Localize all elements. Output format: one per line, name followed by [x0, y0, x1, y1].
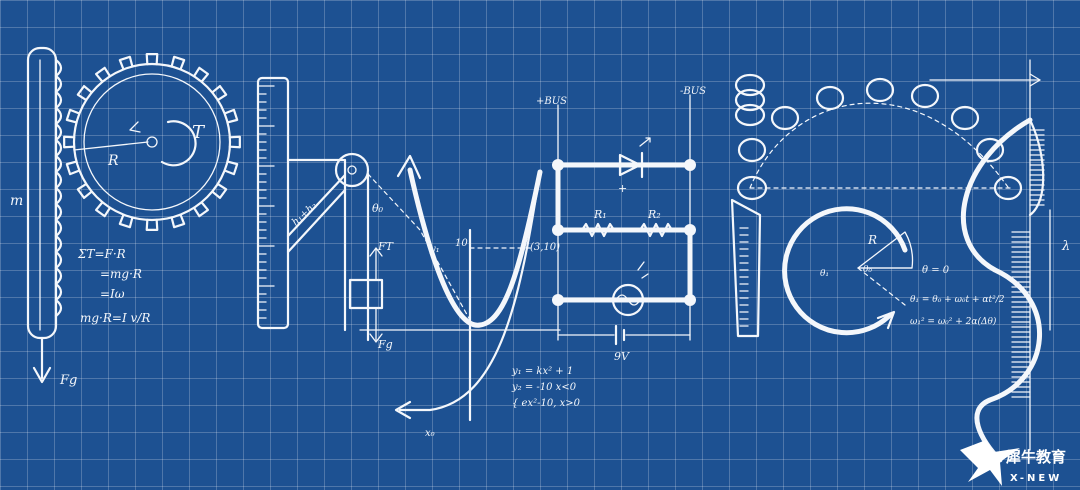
- gear-tooth: [76, 182, 93, 200]
- gear-tooth: [211, 84, 228, 102]
- gear-tooth: [65, 160, 81, 176]
- gear-tooth: [118, 55, 134, 71]
- resistor-2-label: R₂: [647, 208, 661, 221]
- piecewise-line: y₁ = kx² + 1: [511, 366, 573, 377]
- gear-tooth: [94, 201, 112, 218]
- point-label: (3,10): [530, 242, 560, 253]
- gear-tooth: [94, 66, 112, 83]
- gear-radius-label: R: [107, 153, 119, 169]
- pulley-weight-label: Fg: [377, 338, 393, 351]
- gear-tooth: [145, 218, 159, 231]
- gear-tooth: [65, 108, 81, 124]
- bus-plus-label: +BUS: [536, 96, 567, 107]
- parabola-graph: 10 (3,10) y₁ x₀ y₁ = kx² + 1 y₂ = -10 x<…: [359, 154, 581, 439]
- rotation-radius-label: R: [867, 233, 877, 247]
- gear-tooth: [192, 201, 210, 218]
- equation-line: ΣT=F·R: [77, 247, 126, 261]
- gear-tooth: [118, 213, 134, 229]
- equation-line: =Iω: [100, 287, 125, 301]
- gear-tooth: [192, 66, 210, 83]
- gear-tooth: [170, 55, 186, 71]
- theta-zero-label: θ = 0: [922, 265, 950, 276]
- torque-equations: ΣT=F·R =mg·R =Iω mg·R=I v/R: [77, 247, 150, 325]
- brand-name-cn: 犀牛教育: [1005, 448, 1066, 466]
- bus-minus-label: -BUS: [680, 86, 706, 97]
- angular-equation-1: θ₁ = θ₀ + ω₀t + αt²/2: [910, 295, 1005, 305]
- gear-tooth: [63, 135, 76, 149]
- ruler-h: h₁+h₂: [256, 76, 347, 332]
- rack-bar: m Fg: [10, 46, 77, 388]
- resistor-1-label: R₁: [593, 208, 607, 221]
- gear-tooth: [145, 53, 159, 66]
- theta1-label: θ₁: [820, 269, 829, 279]
- battery-label: 9V: [614, 350, 630, 363]
- gear: R T: [63, 53, 241, 231]
- brand-name-en: X-NEW: [1010, 473, 1062, 484]
- sine-wave: λ: [960, 59, 1070, 463]
- x-label: x₀: [425, 428, 435, 439]
- piecewise-line: y₂ = -10 x<0: [511, 382, 577, 393]
- gear-tooth: [228, 135, 241, 149]
- gear-tooth: [170, 213, 186, 229]
- equation-line: =mg·R: [100, 267, 142, 281]
- tick-label: 10: [455, 238, 468, 249]
- gravity-force-label: Fg: [59, 373, 77, 388]
- theta-label: θ₀: [372, 202, 384, 215]
- gear-tooth: [76, 84, 93, 102]
- piecewise-line: { ex²-10, x>0: [512, 398, 581, 409]
- gear-tooth: [223, 108, 239, 124]
- circuit: +BUS -BUS R₁ R₂ 9V +: [536, 86, 706, 363]
- theta0-label: θ₀: [863, 265, 872, 275]
- y-label: y₁: [429, 244, 440, 255]
- angular-equation-2: ω₁² = ω₀² + 2α(Δθ): [910, 316, 997, 327]
- torque-label: T: [192, 122, 206, 143]
- diode-sign: +: [618, 182, 627, 195]
- pulley: θ₀ FT Fg: [334, 152, 471, 351]
- equation-line: mg·R=I v/R: [80, 311, 150, 325]
- mass-label: m: [10, 193, 23, 209]
- letter-i: [730, 73, 766, 338]
- gear-tooth: [223, 160, 239, 176]
- projectile-arc: [736, 73, 1041, 201]
- rotation-diagram: R θ₀ θ₁ θ = 0 θ₁ = θ₀ + ω₀t + αt²/2 ω₁² …: [782, 206, 1005, 336]
- brand-logo: 犀牛教育 X-NEW: [960, 440, 1066, 486]
- gear-tooth: [211, 182, 228, 200]
- wavelength-label: λ: [1061, 239, 1070, 254]
- rhino-logo-icon: [960, 440, 1020, 486]
- tension-label: FT: [377, 240, 395, 253]
